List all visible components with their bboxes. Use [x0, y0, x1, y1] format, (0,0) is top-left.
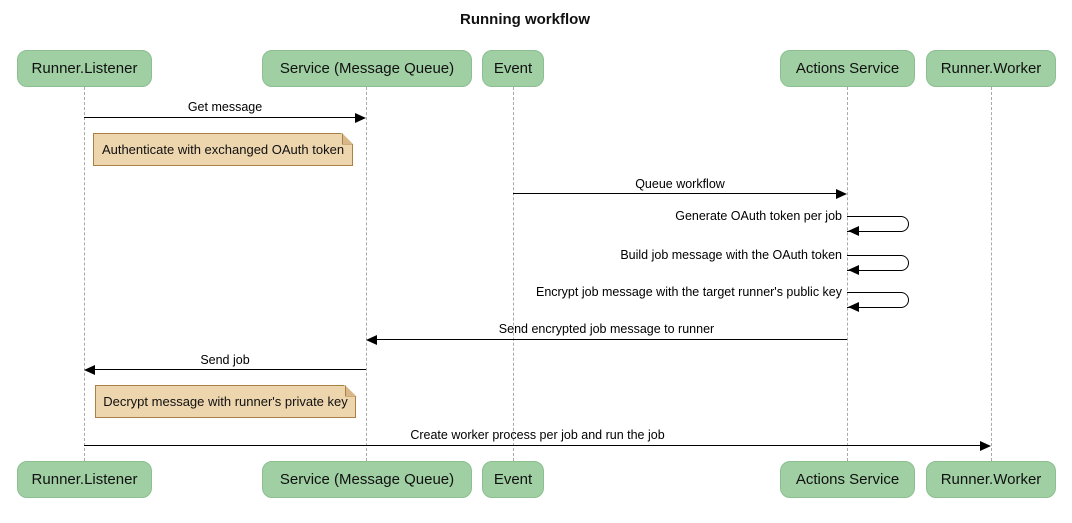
actor-label: Event [493, 60, 533, 77]
arrowhead-left-icon [366, 335, 377, 345]
message-label-create-worker: Create worker process per job and run th… [410, 428, 665, 442]
diagram-title: Running workflow [460, 11, 590, 28]
actor-label: Service (Message Queue) [279, 471, 455, 488]
note-decrypt-private-key: Decrypt message with runner's private ke… [95, 384, 357, 418]
arrowhead-right-icon [980, 441, 991, 451]
lifeline-runner-worker [990, 87, 992, 461]
message-label-queue-workflow: Queue workflow [635, 177, 725, 191]
arrowhead-left-icon [84, 365, 95, 375]
arrowhead-left-icon [848, 265, 859, 275]
message-label-send-job: Send job [200, 353, 250, 367]
message-label-encrypt-job-message: Encrypt job message with the target runn… [535, 285, 842, 299]
arrowhead-right-icon [836, 189, 847, 199]
actor-top-runner-worker: Runner.Worker [926, 50, 1056, 87]
message-label-get-message: Get message [187, 100, 263, 114]
actor-bottom-event: Event [482, 461, 544, 498]
actor-bottom-runner-worker: Runner.Worker [926, 461, 1056, 498]
actor-top-service-message-queue: Service (Message Queue) [262, 50, 472, 87]
message-line-create-worker [84, 445, 981, 446]
self-loop-build-job-message [847, 255, 909, 271]
arrowhead-right-icon [355, 113, 366, 123]
actor-bottom-runner-listener: Runner.Listener [17, 461, 152, 498]
message-line-get-message [84, 117, 356, 118]
note-authenticate-oauth: Authenticate with exchanged OAuth token [93, 132, 354, 166]
lifeline-event [512, 87, 514, 461]
actor-top-runner-listener: Runner.Listener [17, 50, 152, 87]
actor-label: Actions Service [795, 471, 900, 488]
actor-top-actions-service: Actions Service [780, 50, 915, 87]
actor-label: Runner.Listener [31, 60, 138, 77]
message-label-generate-oauth: Generate OAuth token per job [675, 209, 842, 223]
message-line-queue-workflow [513, 193, 837, 194]
actor-bottom-service-message-queue: Service (Message Queue) [262, 461, 472, 498]
message-label-send-encrypted: Send encrypted job message to runner [498, 322, 715, 336]
lifeline-service-message-queue [365, 87, 367, 461]
actor-label: Runner.Listener [31, 471, 138, 488]
self-loop-generate-oauth [847, 216, 909, 232]
lifeline-runner-listener [83, 87, 85, 461]
actor-label: Event [493, 471, 533, 488]
message-line-send-encrypted [376, 339, 847, 340]
message-label-build-job-message: Build job message with the OAuth token [620, 248, 842, 262]
lifeline-actions-service [846, 87, 848, 461]
arrowhead-left-icon [848, 302, 859, 312]
actor-top-event: Event [482, 50, 544, 87]
message-line-send-job [94, 369, 366, 370]
actor-label: Runner.Worker [940, 471, 1042, 488]
note-text: Decrypt message with runner's private ke… [103, 394, 348, 409]
arrowhead-left-icon [848, 226, 859, 236]
actor-label: Actions Service [795, 60, 900, 77]
actor-bottom-actions-service: Actions Service [780, 461, 915, 498]
actor-label: Runner.Worker [940, 60, 1042, 77]
self-loop-encrypt-job-message [847, 292, 909, 308]
actor-label: Service (Message Queue) [279, 60, 455, 77]
note-text: Authenticate with exchanged OAuth token [101, 142, 345, 157]
